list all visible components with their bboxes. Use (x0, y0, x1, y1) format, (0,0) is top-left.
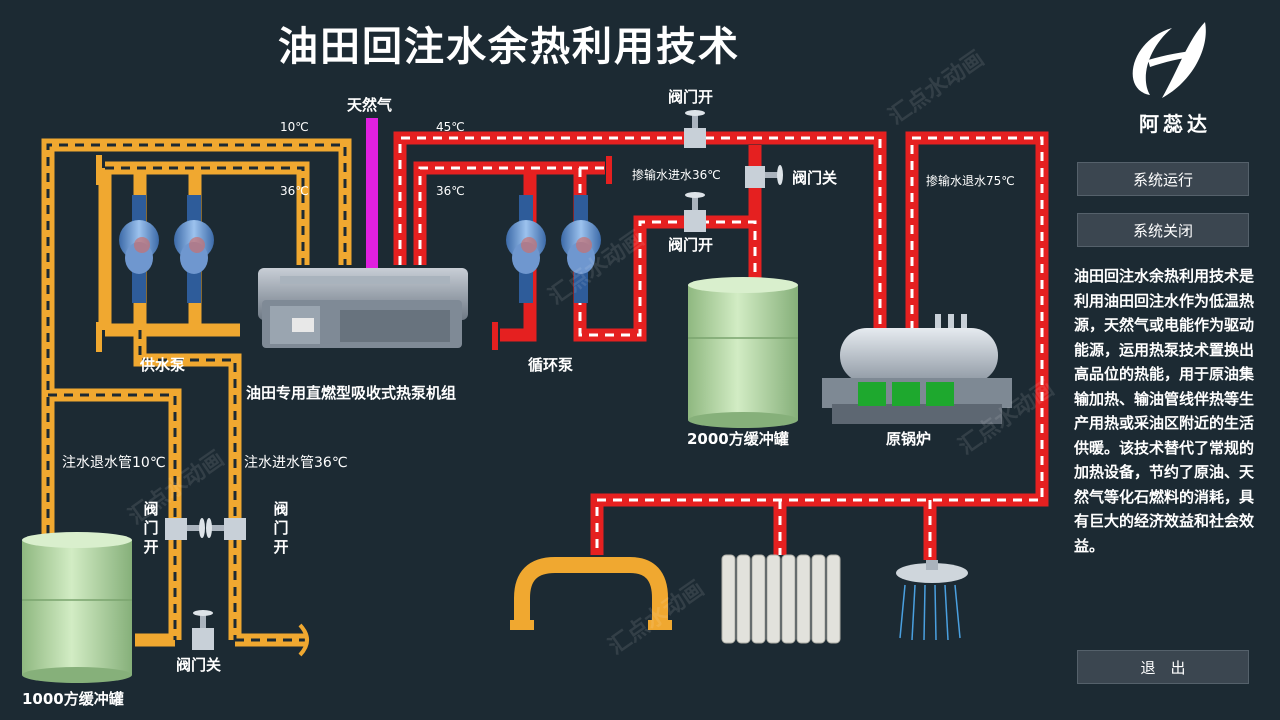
valve-icon-bottom[interactable] (192, 610, 214, 650)
exit-button[interactable]: 退 出 (1077, 650, 1249, 684)
inject-inlet-label: 注水进水管36℃ (244, 455, 348, 471)
logo-mark-icon (1132, 22, 1206, 98)
valve-close-mid-label: 阀门关 (792, 169, 838, 187)
supply-pump-label: 供水泵 (140, 356, 186, 374)
valve-icon-mid-right[interactable] (745, 165, 783, 188)
shower-head-icon (896, 560, 968, 641)
gas-pipe (366, 118, 378, 268)
tank-2000-label: 2000方缓冲罐 (687, 430, 789, 448)
tank-2000-icon (688, 277, 798, 428)
valve-icon-right[interactable] (206, 518, 246, 540)
blend-inlet-label: 掺输水进水36℃ (632, 168, 721, 182)
valve-open-top-label: 阀门开 (668, 88, 714, 106)
natural-gas-label: 天然气 (347, 96, 393, 114)
radiator-icon (721, 554, 841, 644)
circulation-pump-label: 循环泵 (528, 356, 574, 374)
system-run-button[interactable]: 系统运行 (1077, 162, 1249, 196)
valve-icon-mid[interactable] (684, 192, 706, 232)
boiler-label: 原锅炉 (886, 430, 932, 448)
heat-pump-unit-label: 油田专用直燃型吸收式热泵机组 (246, 384, 457, 402)
valve-open-right-label: 阀门开 (273, 500, 289, 556)
boiler-icon (822, 314, 1012, 424)
temp-36-mid-label: 36℃ (436, 184, 465, 198)
valve-icon-left[interactable] (165, 518, 205, 540)
temp-36-left-label: 36℃ (280, 184, 309, 198)
supply-pump-icon (119, 195, 214, 303)
valve-open-mid-label: 阀门开 (668, 236, 714, 254)
valve-close-bottom-label: 阀门关 (176, 656, 222, 674)
temp-45-label: 45℃ (436, 120, 465, 134)
blend-return-label: 掺输水退水75℃ (926, 174, 1015, 188)
valve-icon-top[interactable] (684, 110, 706, 148)
inject-return-label: 注水退水管10℃ (62, 455, 166, 471)
hot-water-pipes (393, 131, 1049, 560)
circulation-pump-icon (506, 195, 601, 303)
logo-text: 阿蕊达 (1139, 112, 1211, 136)
heat-pump-unit-icon (258, 268, 468, 348)
tank-1000-label: 1000方缓冲罐 (22, 690, 124, 708)
u-pipe-icon (510, 557, 672, 630)
page-title: 油田回注水余热利用技术 (278, 24, 740, 70)
valve-open-left-label: 阀门开 (143, 500, 159, 556)
description-text: 油田回注水余热利用技术是利用油田回注水作为低温热源，天然气或电能作为驱动能源，运… (1074, 267, 1255, 555)
system-stop-button[interactable]: 系统关闭 (1077, 213, 1249, 247)
tank-1000-icon (22, 532, 132, 683)
temp-10-top-label: 10℃ (280, 120, 309, 134)
